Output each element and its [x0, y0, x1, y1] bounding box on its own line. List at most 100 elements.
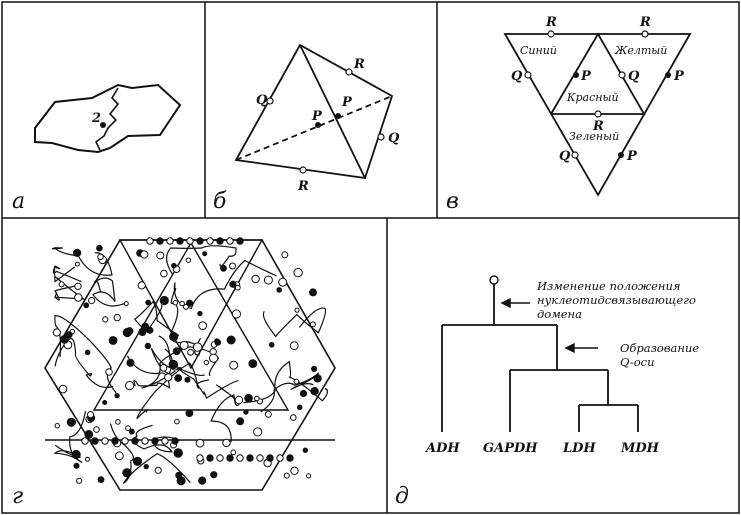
- g-residue: [265, 411, 271, 417]
- g-residue: [294, 268, 302, 276]
- g-residue: [160, 296, 168, 304]
- g-residue: [291, 415, 297, 421]
- g-chain: [137, 363, 209, 419]
- g-residue-row: [277, 455, 283, 461]
- g-residue: [211, 472, 217, 478]
- g-residue-row: [237, 455, 243, 461]
- g-chain: [174, 261, 276, 309]
- g-residue: [138, 282, 145, 289]
- g-residue: [88, 412, 94, 418]
- g-residue-row: [177, 238, 183, 244]
- g-chain: [211, 385, 239, 443]
- annotation-1-line-1: Изменение положения: [536, 279, 681, 293]
- g-residue: [291, 467, 298, 474]
- g-residue: [199, 477, 206, 484]
- g-residue: [254, 396, 259, 401]
- g-chain: [244, 362, 328, 403]
- g-residue: [98, 477, 104, 483]
- g-residue: [310, 289, 317, 296]
- color-yellow: Желтый: [614, 44, 667, 57]
- point-q-2: [619, 72, 625, 78]
- label-q-3: Q: [559, 149, 571, 164]
- g-residue: [160, 365, 167, 372]
- g-residue: [124, 302, 128, 306]
- g-residue-row: [82, 438, 88, 444]
- g-residue-row: [217, 238, 223, 244]
- label-q-left: Q: [256, 93, 268, 108]
- marker-dot: [100, 122, 106, 128]
- point-q-right: [378, 134, 384, 140]
- g-residue: [294, 379, 299, 384]
- g-residue-row: [197, 455, 203, 461]
- annotation-2-line-2: Q-оси: [620, 355, 655, 369]
- g-residue-row: [207, 455, 213, 461]
- g-residue: [133, 457, 141, 465]
- g-residue-row: [257, 455, 263, 461]
- g-residue: [129, 429, 134, 434]
- g-residue-row: [237, 238, 243, 244]
- g-residue: [53, 329, 60, 336]
- g-residue: [235, 285, 240, 290]
- tetra-edge-hidden: [236, 96, 392, 160]
- g-chain: [261, 373, 319, 412]
- panel-a: 2 а: [12, 85, 180, 214]
- g-residue-row: [122, 438, 128, 444]
- g-residue-row: [172, 438, 178, 444]
- g-residue: [307, 474, 311, 478]
- point-q-left: [267, 98, 273, 104]
- g-residue: [310, 322, 315, 327]
- g-residue: [264, 276, 272, 284]
- g-residue: [232, 310, 240, 318]
- color-green: Зеленый: [569, 130, 619, 143]
- g-network: [52, 238, 327, 485]
- panel-d: Изменение положения нуклеотидсвязывающег…: [395, 276, 699, 509]
- g-residue: [116, 420, 121, 425]
- g-residue-row: [157, 238, 163, 244]
- panel-label-b: б: [213, 189, 227, 214]
- panel-label-a: а: [12, 189, 25, 214]
- g-residue-row: [132, 438, 138, 444]
- g-residue: [109, 337, 117, 345]
- g-residue: [77, 478, 82, 483]
- g-residue-row: [207, 238, 213, 244]
- g-residue: [114, 314, 120, 320]
- g-residue-row: [112, 438, 118, 444]
- g-residue: [75, 283, 81, 289]
- g-residue: [199, 322, 207, 330]
- g-residue: [103, 317, 108, 322]
- g-residue: [126, 328, 133, 335]
- label-q-right: Q: [388, 131, 400, 146]
- g-residue-row: [147, 238, 153, 244]
- g-residue: [67, 418, 75, 426]
- tetra-outline: [236, 45, 392, 178]
- g-residue: [175, 419, 180, 424]
- g-residue-row: [162, 438, 168, 444]
- label-p-front: P: [341, 95, 353, 110]
- panel-label-d: д: [395, 484, 409, 509]
- g-residue: [172, 263, 177, 268]
- g-residue-row: [197, 238, 203, 244]
- g-triangle-frame: [45, 240, 335, 490]
- g-residue: [155, 467, 161, 473]
- g-residue: [186, 258, 190, 262]
- panel-v: R R Q P Q P R Q P Синий Желтый Красный З…: [446, 15, 690, 214]
- point-r-2: [642, 31, 648, 37]
- panel-g: г: [12, 238, 335, 509]
- label-r-1: R: [545, 15, 557, 30]
- point-q-3: [572, 152, 578, 158]
- panel-label-v: в: [446, 189, 459, 214]
- g-residue-row: [247, 455, 253, 461]
- g-residue: [231, 450, 236, 455]
- annotation-1-line-2: нуклеотидсвязывающего: [537, 293, 696, 307]
- g-residue: [185, 377, 190, 382]
- g-chain: [167, 246, 236, 275]
- point-r-bottom: [300, 167, 306, 173]
- g-residue: [141, 251, 148, 258]
- g-residue: [215, 339, 219, 343]
- g-residue: [295, 308, 299, 312]
- g-residue: [196, 439, 204, 447]
- g-residue: [173, 348, 180, 355]
- g-residue: [75, 262, 79, 266]
